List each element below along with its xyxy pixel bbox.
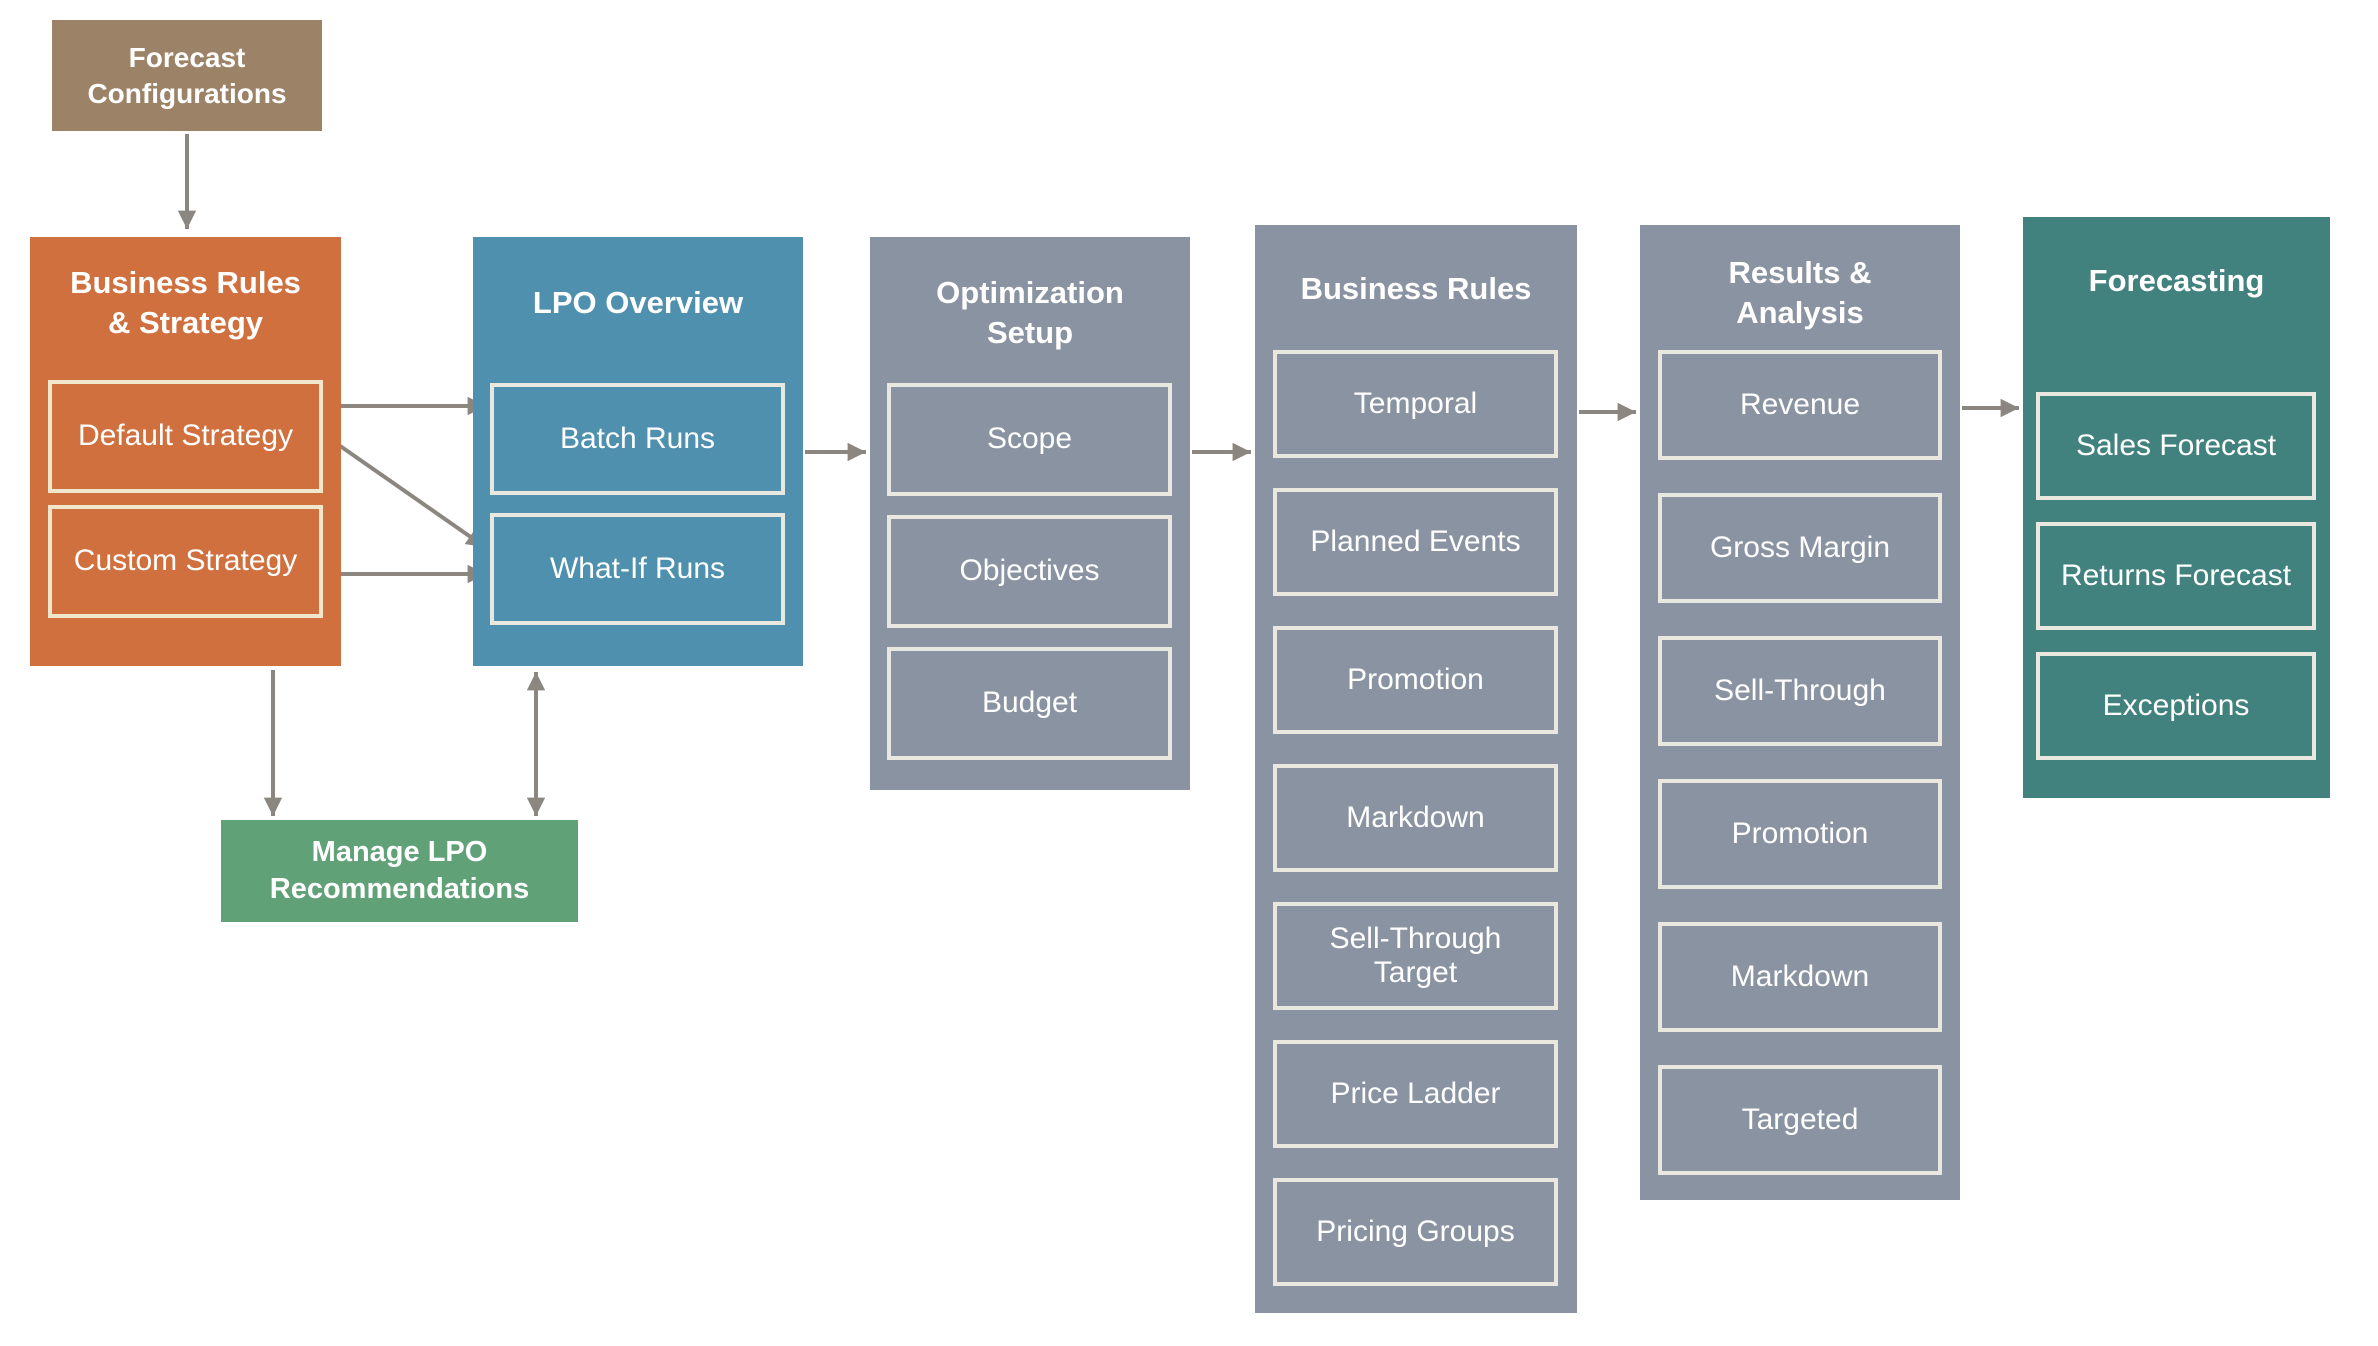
- node-sell-through-target: Sell-Through Target: [1273, 902, 1558, 1010]
- arrow-defaultstrategy-to-whatifruns: [321, 432, 487, 549]
- column-title: LPO Overview: [473, 283, 803, 323]
- node-revenue: Revenue: [1658, 350, 1942, 460]
- column-items: Scope Objectives Budget: [887, 383, 1172, 760]
- node-budget: Budget: [887, 647, 1172, 760]
- title-line: Analysis: [1736, 295, 1864, 330]
- column-title: Results & Analysis: [1640, 253, 1960, 333]
- node-exceptions: Exceptions: [2036, 652, 2316, 760]
- node-default-strategy: Default Strategy: [48, 380, 323, 493]
- column-title: Business Rules: [1255, 269, 1577, 309]
- column-business-rules: Business Rules Temporal Planned Events P…: [1255, 225, 1577, 1313]
- node-objectives: Objectives: [887, 515, 1172, 628]
- node-planned-events: Planned Events: [1273, 488, 1558, 596]
- title-line: Business Rules: [1300, 271, 1532, 306]
- node-price-ladder: Price Ladder: [1273, 1040, 1558, 1148]
- column-optimization-setup: Optimization Setup Scope Objectives Budg…: [870, 237, 1190, 790]
- node-sales-forecast: Sales Forecast: [2036, 392, 2316, 500]
- title-line: Business Rules: [70, 265, 301, 300]
- node-manage-lpo-recommendations: Manage LPO Recommendations: [221, 820, 578, 922]
- column-lpo-overview: LPO Overview Batch Runs What-If Runs: [473, 237, 803, 666]
- column-title: Forecasting: [2023, 261, 2330, 301]
- title-line: Optimization: [936, 275, 1124, 310]
- node-temporal: Temporal: [1273, 350, 1558, 458]
- node-sell-through: Sell-Through: [1658, 636, 1942, 746]
- column-title: Optimization Setup: [870, 273, 1190, 353]
- node-batch-runs: Batch Runs: [490, 383, 785, 495]
- column-business-rules-strategy: Business Rules & Strategy Default Strate…: [30, 237, 341, 666]
- node-custom-strategy: Custom Strategy: [48, 505, 323, 618]
- title-line: Setup: [986, 315, 1074, 350]
- node-what-if-runs: What-If Runs: [490, 513, 785, 625]
- node-promotion-rule: Promotion: [1273, 626, 1558, 734]
- node-promotion-result: Promotion: [1658, 779, 1942, 889]
- column-items: Sales Forecast Returns Forecast Exceptio…: [2036, 392, 2316, 760]
- title-line: & Strategy: [107, 305, 264, 340]
- title-line: Forecasting: [2088, 263, 2265, 298]
- node-markdown-result: Markdown: [1658, 922, 1942, 1032]
- column-title: Business Rules & Strategy: [30, 263, 341, 343]
- node-markdown-rule: Markdown: [1273, 764, 1558, 872]
- column-items: Default Strategy Custom Strategy: [48, 380, 323, 618]
- column-forecasting: Forecasting Sales Forecast Returns Forec…: [2023, 217, 2330, 798]
- column-results-analysis: Results & Analysis Revenue Gross Margin …: [1640, 225, 1960, 1200]
- column-items: Temporal Planned Events Promotion Markdo…: [1273, 350, 1558, 1286]
- node-pricing-groups: Pricing Groups: [1273, 1178, 1558, 1286]
- node-forecast-configurations: Forecast Configurations: [52, 20, 322, 131]
- node-returns-forecast: Returns Forecast: [2036, 522, 2316, 630]
- title-line: Results &: [1728, 255, 1872, 290]
- column-items: Revenue Gross Margin Sell-Through Promot…: [1658, 350, 1942, 1175]
- node-targeted: Targeted: [1658, 1065, 1942, 1175]
- node-gross-margin: Gross Margin: [1658, 493, 1942, 603]
- title-line: LPO Overview: [532, 285, 744, 320]
- node-scope: Scope: [887, 383, 1172, 496]
- column-items: Batch Runs What-If Runs: [490, 383, 785, 625]
